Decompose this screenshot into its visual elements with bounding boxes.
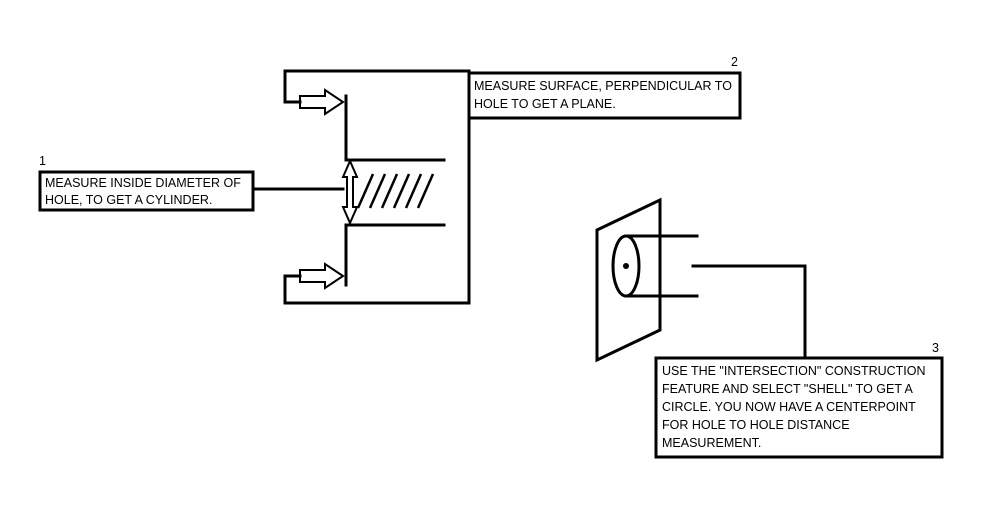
part-cross-section [251,69,471,305]
centerpoint-dot [623,263,629,269]
callout-2-leader-upper [283,69,471,104]
plane-cylinder-figure [595,197,807,363]
callout-1-line-2: HOLE, TO GET A CYLINDER. [45,193,212,207]
callout-2-line-1: MEASURE SURFACE, PERPENDICULAR TO [474,79,732,93]
callout-3-line-3: CIRCLE. YOU NOW HAVE A CENTERPOINT [662,400,916,414]
callout-3-line-5: MEASUREMENT. [662,436,761,450]
callout-1-number: 1 [39,154,46,168]
callout-3: 3 USE THE "INTERSECTION" CONSTRUCTION FE… [654,341,944,459]
surface-probe-arrow-lower [299,262,345,290]
callout-3-line-1: USE THE "INTERSECTION" CONSTRUCTION [662,364,926,378]
callout-1-line-1: MEASURE INSIDE DIAMETER OF [45,176,241,190]
surface-probe-arrow-upper [299,88,345,116]
plane-parallelogram [595,197,662,363]
callout-3-number: 3 [932,341,939,355]
hole-hatching [356,173,435,209]
diameter-double-arrow [341,158,359,226]
callout-2-leader-lower [283,69,471,305]
callout-2-number: 2 [731,55,738,69]
callout-2-line-2: HOLE TO GET A PLANE. [474,97,616,111]
callout-3-leader [691,264,807,360]
callout-2: 2 MEASURE SURFACE, PERPENDICULAR TO HOLE… [467,55,742,120]
callout-3-box [654,356,944,459]
callout-2-box [467,71,742,120]
callout-1: 1 MEASURE INSIDE DIAMETER OF HOLE, TO GE… [38,154,255,212]
callout-3-line-4: FOR HOLE TO HOLE DISTANCE [662,418,850,432]
callout-1-box [38,170,255,212]
callout-3-line-2: FEATURE AND SELECT "SHELL" TO GET A [662,382,914,396]
